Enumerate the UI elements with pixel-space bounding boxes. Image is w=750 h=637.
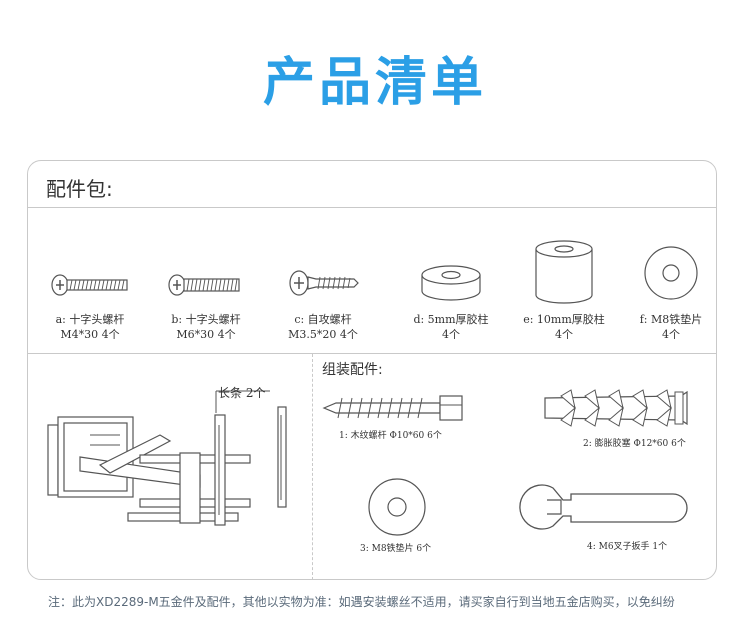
package-label: 配件包: [46, 177, 113, 201]
column-divider [312, 354, 313, 580]
assembly-2-label: 2: 膨胀胶塞 Φ12*60 6个 [583, 439, 686, 449]
part-c-name: c: 自攻螺杆 [294, 313, 352, 326]
part-d-name: d: 5mm厚胶柱 [413, 313, 489, 326]
part-f-name: f: M8铁垫片 [639, 313, 703, 326]
part-e-label: e: 10mm厚胶柱 4个 [518, 312, 610, 342]
washer-icon [644, 246, 698, 300]
assembly-1-label: 1: 木纹螺杆 Φ10*60 6个 [339, 431, 442, 441]
part-d-label: d: 5mm厚胶柱 4个 [405, 312, 497, 342]
part-c-spec: M3.5*20 4个 [288, 328, 358, 341]
part-e-spec: 4个 [555, 328, 573, 341]
row-divider [28, 353, 717, 354]
wood-screw-icon [322, 395, 463, 421]
footer-note: 注：此为XD2289-M五金件及配件，其他以实物为准：如遇安装螺丝不适用，请买家… [48, 595, 675, 609]
part-d-spec: 4个 [442, 328, 460, 341]
wrench-icon [519, 484, 688, 530]
panel-header-divider [28, 207, 717, 208]
spacer-10mm-icon [535, 240, 593, 304]
part-b-name: b: 十字头螺杆 [171, 313, 241, 326]
part-a-label: a: 十字头螺杆 M4*30 4个 [44, 312, 136, 342]
part-a-name: a: 十字头螺杆 [55, 313, 125, 326]
part-b-spec: M6*30 4个 [176, 328, 236, 341]
part-e-name: e: 10mm厚胶柱 [523, 313, 605, 326]
assembly-label: 组装配件: [322, 362, 383, 378]
parts-panel [27, 160, 717, 580]
part-f-spec: 4个 [662, 328, 680, 341]
part-a-spec: M4*30 4个 [60, 328, 120, 341]
assembly-washer-icon [368, 478, 426, 536]
screw-a-icon [51, 274, 128, 296]
expansion-plug-icon [544, 389, 688, 427]
part-f-label: f: M8铁垫片 4个 [628, 312, 714, 342]
part-b-label: b: 十字头螺杆 M6*30 4个 [160, 312, 252, 342]
assembly-3-label: 3: M8铁垫片 6个 [360, 544, 432, 554]
page-title: 产品清单 [262, 53, 487, 113]
screw-c-icon [289, 270, 359, 296]
assembly-4-label: 4: M6叉子扳手 1个 [587, 542, 668, 552]
mount-callout: 长条 2个 [218, 386, 266, 400]
tv-mount-illustration [47, 390, 287, 526]
part-c-label: c: 自攻螺杆 M3.5*20 4个 [278, 312, 368, 342]
screw-b-icon [168, 274, 240, 296]
spacer-5mm-icon [421, 265, 481, 301]
